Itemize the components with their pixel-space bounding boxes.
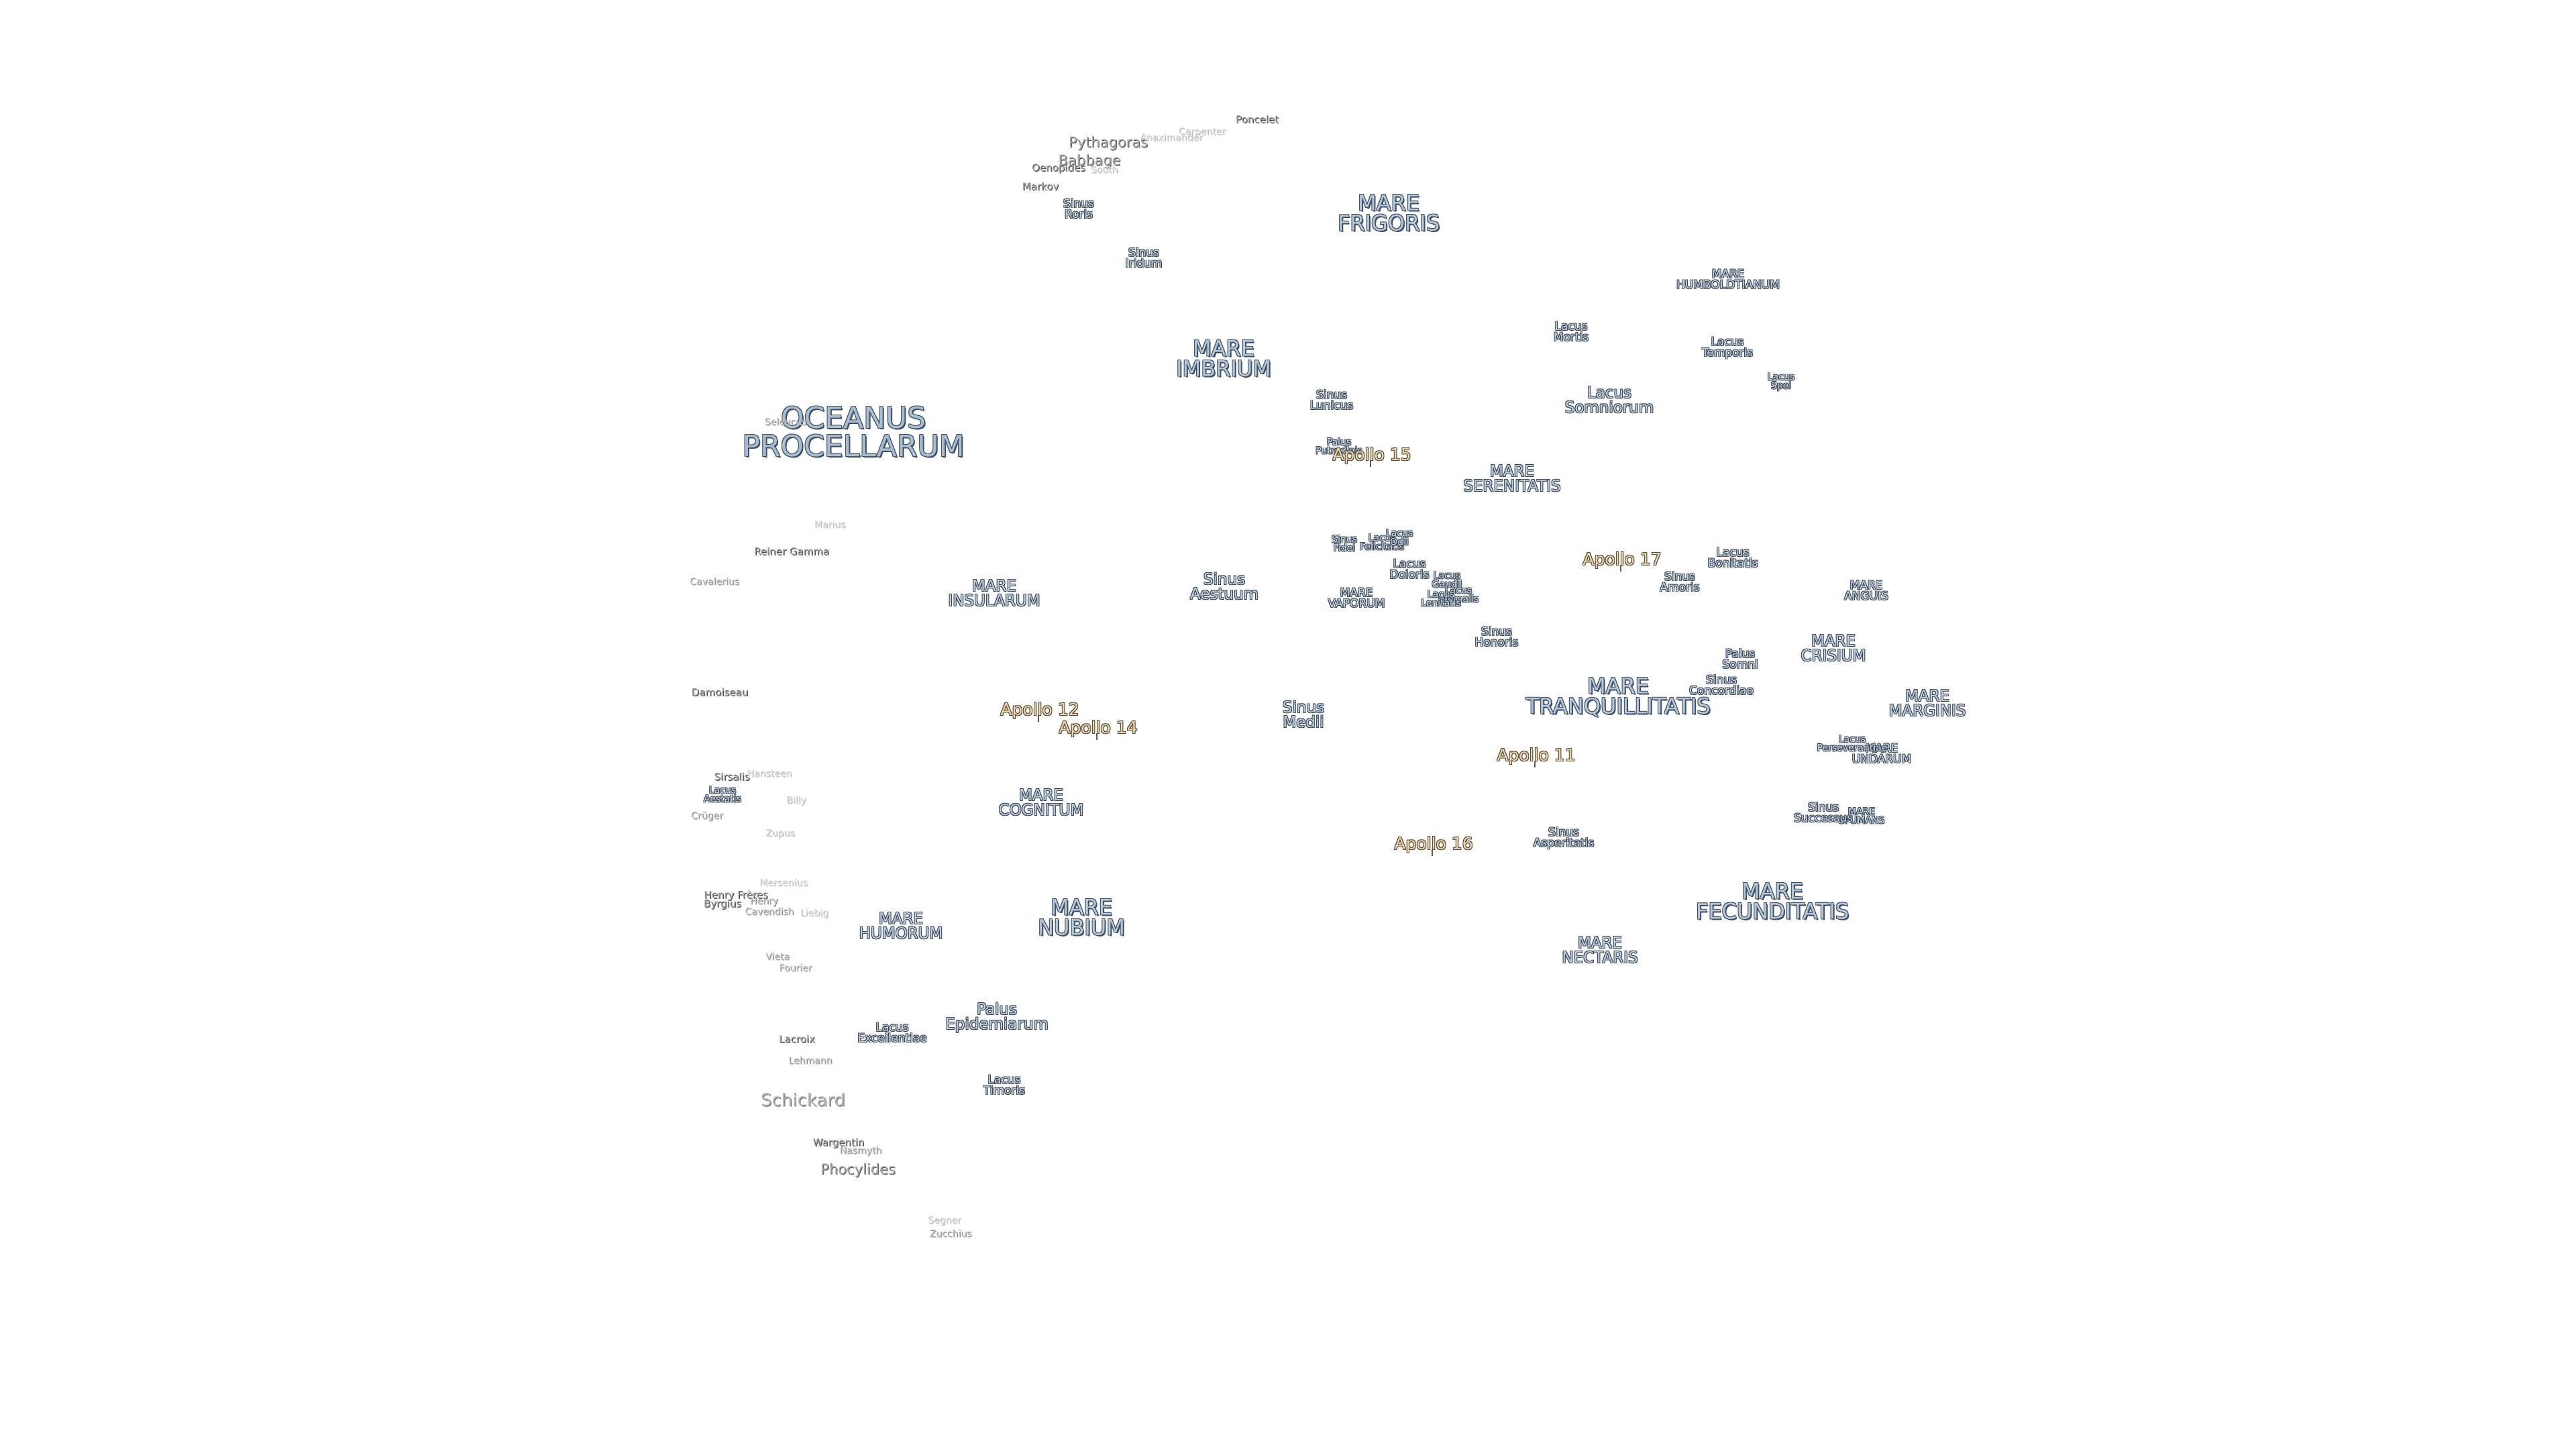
vieta-label: Vieta	[765, 951, 790, 963]
apollo-12-site-marker	[1038, 715, 1039, 722]
mare-insularum-label: MARE INSULARUM	[948, 578, 1040, 610]
apollo-16-label: Apollo 16	[1394, 834, 1473, 854]
mare-undarum-label: MARE UNDARUM	[1851, 741, 1912, 766]
mare-nectaris-label: MARE NECTARIS	[1562, 934, 1638, 967]
mare-marginis-label: MARE MARGINIS	[1888, 688, 1966, 720]
lacus-odii-label: Lacus Odii	[1385, 528, 1413, 548]
mare-crisium-label: MARE CRISIUM	[1801, 633, 1866, 665]
lacroix-label: Lacroix	[779, 1032, 815, 1045]
sinus-roris-label: Sinus Roris	[1063, 197, 1094, 221]
sinus-lunicus-label: Sinus Lunicus	[1309, 388, 1354, 413]
palus-somni-label: Palus Somni	[1722, 647, 1758, 672]
zupus-label: Zupus	[765, 828, 795, 839]
mare-serenitatis-label: MARE SERENITATIS	[1463, 463, 1561, 495]
carpenter-label: Carpenter	[1178, 126, 1226, 138]
sinus-honoris-label: Sinus Honoris	[1474, 625, 1519, 649]
babbage-label: Babbage	[1058, 152, 1121, 169]
oceanus-procellarum-label: OCEANUS PROCELLARUM	[742, 401, 965, 464]
henry-label: Henry	[749, 896, 779, 907]
lacus-somniorum-label: Lacus Somniorum	[1564, 384, 1654, 417]
sinus-medii-label: Sinus Medii	[1282, 699, 1325, 731]
apollo-15-site-marker	[1370, 460, 1371, 467]
mare-tranquillitatis-label: MARE TRANQUILLITATIS	[1525, 673, 1711, 719]
palus-putredinis-label: Palus Putredinis	[1316, 437, 1362, 457]
lacus-mortis-label: Lacus Mortis	[1553, 319, 1589, 344]
cavalerius-label: Cavalerius	[690, 576, 739, 588]
segner-label: Segner	[928, 1215, 961, 1226]
mare-anguis-label: MARE ANGUIS	[1844, 578, 1888, 603]
lacus-felicitatis-label: Lacus Felicitatis	[1359, 533, 1405, 553]
apollo-12-label: Apollo 12	[1000, 700, 1079, 720]
apollo-17-label: Apollo 17	[1582, 549, 1662, 570]
mare-cognitum-label: MARE COGNITUM	[998, 787, 1084, 819]
sinus-successus-label: Sinus Successus	[1793, 800, 1854, 825]
mare-spumans-label: MARE SPUMANS	[1838, 806, 1885, 826]
lacus-temporis-label: Lacus Temporis	[1701, 335, 1754, 360]
reiner-gamma-label: Reiner Gamma	[753, 545, 830, 557]
marius-label: Marius	[814, 519, 846, 531]
hansteen-label: Hansteen	[747, 768, 792, 780]
apollo-14-site-marker	[1096, 733, 1097, 740]
cavendish-label: Cavendish	[745, 906, 794, 918]
sinus-aestuum-label: Sinus Aestuum	[1189, 571, 1259, 603]
nasmyth-label: Nasmyth	[839, 1145, 882, 1157]
anaximander-label: Anaximander	[1140, 132, 1203, 144]
cruger-label: Crüger	[691, 810, 723, 822]
lacus-excellentiae-label: Lacus Excellentiae	[857, 1020, 927, 1045]
lacus-doloris-label: Lacus Doloris	[1389, 557, 1430, 582]
billy-label: Billy	[786, 795, 806, 806]
lacus-aestatis-label: Lacus Aestatis	[704, 785, 741, 805]
mare-frigoris-label: MARE FRIGORIS	[1337, 190, 1440, 236]
apollo-11-label: Apollo 11	[1497, 745, 1576, 765]
phocylides-label: Phocylides	[820, 1161, 896, 1178]
wargentin-label: Wargentin	[812, 1136, 865, 1148]
lacus-gaudii-label: Lacus Gaudii	[1432, 570, 1462, 590]
sinus-fidei-label: Sinus Fidei	[1332, 534, 1357, 554]
mare-fecunditatis-label: MARE FECUNDITATIS	[1695, 878, 1849, 924]
fourier-label: Fourier	[779, 963, 812, 974]
lacus-hiemalis-label: Lacus Hiemalis	[1438, 585, 1479, 605]
oenopides-label: Oenopides	[1032, 161, 1085, 174]
apollo-17-site-marker	[1620, 565, 1621, 572]
pythagoras-label: Pythagoras	[1068, 134, 1148, 151]
damoiseau-label: Damoiseau	[691, 686, 749, 698]
sinus-concordiae-label: Sinus Concordiae	[1689, 673, 1754, 698]
lacus-timoris-label: Lacus Timoris	[983, 1073, 1026, 1097]
mare-humorum-label: MARE HUMORUM	[859, 910, 943, 943]
mare-imbrium-label: MARE IMBRIUM	[1176, 335, 1271, 382]
henry-freres-label: Henry Frères	[704, 888, 768, 901]
apollo-15-label: Apollo 15	[1332, 445, 1411, 465]
lacus-lenitatis-label: Lacus Lenitatis	[1421, 589, 1461, 609]
lacus-perseverantiae-label: Lacus Perseverantiae	[1817, 734, 1888, 754]
apollo-11-site-marker	[1534, 761, 1536, 767]
mare-humboldtianum-label: MARE HUMBOLDTIANUM	[1676, 267, 1780, 292]
liebig-label: Liebig	[800, 908, 828, 919]
sinus-asperitatis-label: Sinus Asperitatis	[1533, 825, 1595, 850]
mare-vaporum-label: MARE VAPORUM	[1328, 586, 1385, 610]
sinus-amoris-label: Sinus Amoris	[1660, 570, 1700, 594]
lacus-spei-label: Lacus Spei	[1767, 372, 1795, 392]
zucchius-label: Zucchius	[929, 1228, 972, 1240]
sirsalis-label: Sirsalis	[714, 770, 750, 783]
markov-label: Markov	[1022, 180, 1059, 193]
sinus-iridum-label: Sinus Iridum	[1125, 246, 1163, 270]
south-label: South	[1090, 164, 1118, 176]
schickard-label: Schickard	[760, 1090, 846, 1111]
apollo-14-label: Apollo 14	[1059, 718, 1138, 738]
mare-nubium-label: MARE NUBIUM	[1038, 894, 1125, 941]
palus-epidemiarum-label: Palus Epidemiarum	[945, 1001, 1049, 1033]
poncelet-label: Poncelet	[1236, 113, 1279, 125]
byrgius-label: Byrgius	[703, 897, 742, 910]
lehmann-label: Lehmann	[788, 1055, 833, 1067]
apollo-16-site-marker	[1432, 849, 1433, 856]
mersenius-label: Mersenius	[759, 877, 808, 889]
lacus-bonitatis-label: Lacus Bonitatis	[1707, 545, 1758, 570]
seleucus-label: Seleucus	[764, 417, 807, 428]
